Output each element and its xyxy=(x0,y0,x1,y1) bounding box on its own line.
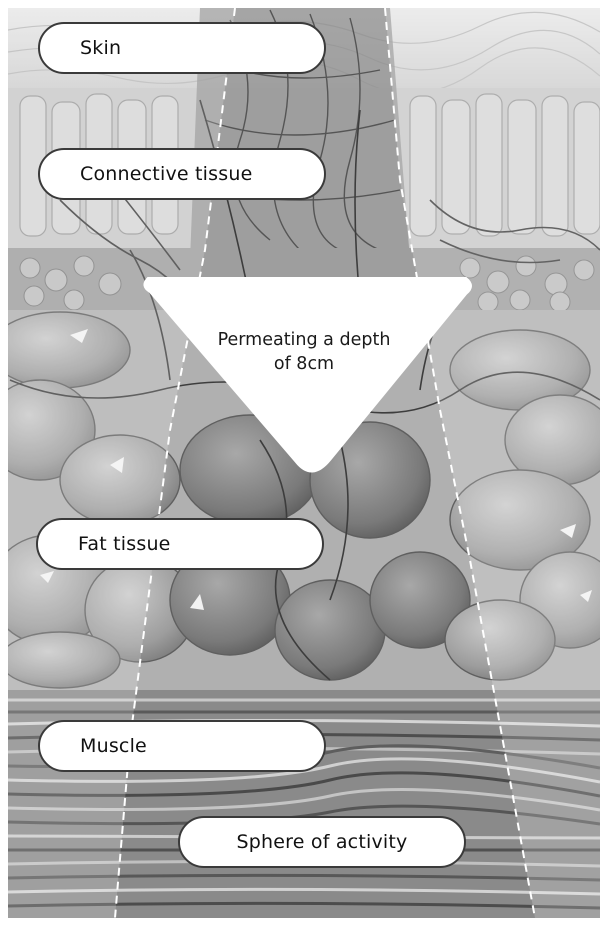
sphere-of-activity-label: Sphere of activity xyxy=(178,816,466,868)
skin-label: Skin xyxy=(38,22,326,74)
muscle-label: Muscle xyxy=(38,720,326,772)
connective-tissue-label-text: Connective tissue xyxy=(80,163,252,185)
penetration-depth-line-2: of 8cm xyxy=(180,352,428,376)
penetration-depth-line-1: Permeating a depth xyxy=(180,328,428,352)
fat-tissue-label: Fat tissue xyxy=(36,518,324,570)
connective-tissue-label: Connective tissue xyxy=(38,148,326,200)
muscle-label-text: Muscle xyxy=(80,735,147,757)
fat-tissue-label-text: Fat tissue xyxy=(78,533,171,555)
sphere-of-activity-label-text: Sphere of activity xyxy=(237,831,408,853)
skin-label-text: Skin xyxy=(80,37,121,59)
penetration-depth-label: Permeating a depth of 8cm xyxy=(180,328,428,376)
